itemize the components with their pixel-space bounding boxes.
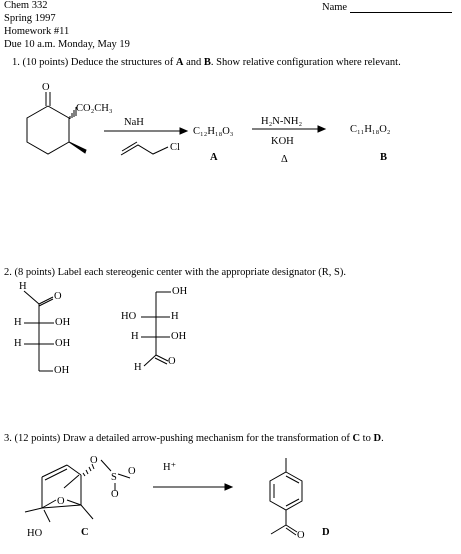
reagent-koh: KOH xyxy=(271,136,294,147)
label-B: B xyxy=(380,152,388,163)
methyl-wedge xyxy=(68,141,87,154)
left-c3-OH: OH xyxy=(55,338,71,349)
q3-prompt: 3. (12 points) Draw a detailed arrow-pus… xyxy=(4,433,384,444)
compound-C-hash-bond xyxy=(82,463,95,477)
right-c3-OH: OH xyxy=(171,331,187,342)
left-aldehyde-O: O xyxy=(54,291,62,302)
label-C: C xyxy=(81,527,89,538)
q1-prompt: 1. (10 points) Deduce the structures of … xyxy=(12,57,401,68)
heat-symbol: Δ xyxy=(281,154,288,165)
right-aldehyde-O: O xyxy=(168,356,176,367)
label-A: A xyxy=(210,152,218,163)
ketone-oxygen: O xyxy=(42,82,50,93)
right-c1-OH: OH xyxy=(172,286,188,297)
reagent-acid: H⁺ xyxy=(163,462,177,473)
allyl-chloride xyxy=(120,144,169,156)
chloride-label: Cl xyxy=(170,142,180,153)
left-c3-H: H xyxy=(14,338,22,349)
fischer-left xyxy=(23,290,54,372)
left-aldehyde-H: H xyxy=(19,281,27,292)
sulfonyl-O2: O xyxy=(111,489,119,500)
left-c2-H: H xyxy=(14,317,22,328)
cyclohexanone-ring xyxy=(26,105,70,155)
formula-B: C₁₁H₁₈O₂ xyxy=(350,124,391,135)
hydroxyl-HO: HO xyxy=(27,528,43,539)
fischer-right xyxy=(141,291,171,367)
reagent-hydrazine: H₂N-NH₂ xyxy=(261,116,303,127)
ester-group: CO₂CH₃ xyxy=(76,103,113,114)
right-c3-H: H xyxy=(131,331,139,342)
term: Spring 1997 xyxy=(4,13,56,24)
reagent-nah: NaH xyxy=(124,117,144,128)
right-c2-HO: HO xyxy=(121,311,137,322)
assignment: Homework #11 xyxy=(4,26,70,37)
ketone-oxygen-D: O xyxy=(297,530,305,541)
ester-hash-bond xyxy=(69,107,77,119)
course-title: Chem 332 xyxy=(4,0,48,11)
left-c4-OH: OH xyxy=(54,365,70,376)
label-D: D xyxy=(322,527,330,538)
compound-C xyxy=(24,459,131,523)
sulfonyl-O1: O xyxy=(128,466,136,477)
q3-arrow xyxy=(153,483,234,491)
name-field[interactable] xyxy=(350,12,452,13)
formula-A: C₁₂H₁₈O₃ xyxy=(193,126,234,137)
q2-prompt: 2. (8 points) Label each stereogenic cen… xyxy=(4,267,347,278)
bridge-oxygen: O xyxy=(57,496,65,507)
sulfur: S xyxy=(111,472,117,483)
due-date: Due 10 a.m. Monday, May 19 xyxy=(4,39,130,50)
compound-D xyxy=(269,458,303,536)
left-c2-OH: OH xyxy=(55,317,71,328)
right-aldehyde-H: H xyxy=(134,362,142,373)
right-c2-H: H xyxy=(171,311,179,322)
ester-oxygen: O xyxy=(90,455,98,466)
name-label: Name xyxy=(322,2,348,13)
